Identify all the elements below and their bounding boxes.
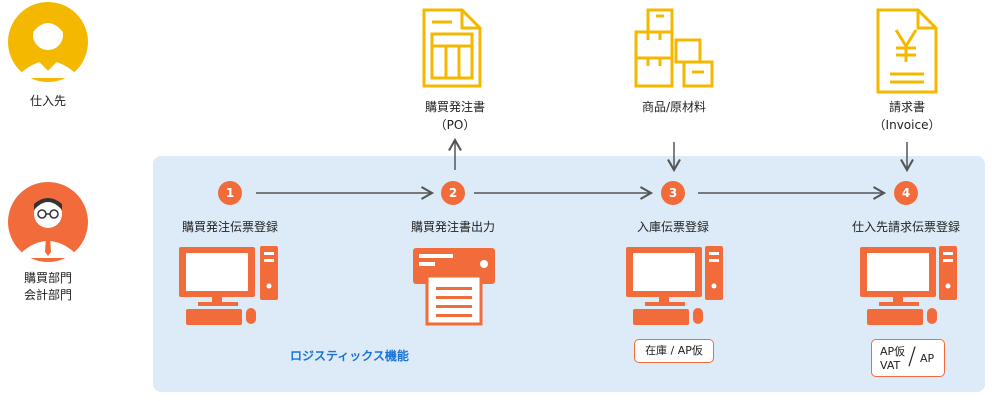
step-1-label: 購買発注伝票登録 bbox=[181, 220, 278, 234]
slash-divider: / bbox=[908, 342, 917, 370]
ap-text: AP bbox=[920, 352, 935, 365]
department-label-line1: 購買部門 bbox=[23, 271, 72, 285]
logistics-panel bbox=[153, 156, 985, 392]
logistics-function-label: ロジスティックス機能 bbox=[290, 349, 409, 363]
printer-icon bbox=[413, 248, 495, 326]
department-label-line2: 会計部門 bbox=[23, 288, 72, 302]
supplier-label: 仕入先 bbox=[29, 94, 66, 108]
step-4-label: 仕入先請求伝票登録 bbox=[851, 220, 960, 234]
step-1-number: 1 bbox=[218, 181, 242, 205]
department-avatar-icon bbox=[8, 182, 88, 262]
department-label: 購買部門 会計部門 bbox=[8, 270, 88, 304]
step-3-label: 入庫伝票登録 bbox=[636, 220, 709, 234]
step-3-number: 3 bbox=[661, 181, 685, 205]
step-2-number: 2 bbox=[441, 181, 465, 205]
invoice-doc-label-line1: 請求書 bbox=[888, 100, 925, 114]
invoice-doc-label: 請求書 （Invoice） bbox=[837, 98, 977, 134]
vat-text: VAT bbox=[880, 359, 901, 372]
ap-provisional-text: AP仮 bbox=[880, 345, 906, 358]
goods-doc-label: 商品/原材料 bbox=[641, 100, 707, 114]
purchase-order-icon bbox=[422, 8, 482, 88]
step-2-label: 購買発注書出力 bbox=[410, 220, 495, 234]
inventory-ap-tag: 在庫 / AP仮 bbox=[634, 339, 714, 363]
computer-1-icon bbox=[179, 246, 278, 325]
step-4-number: 4 bbox=[894, 181, 918, 205]
invoice-doc-label-line2: （Invoice） bbox=[873, 118, 941, 132]
ap-vat-tag: AP仮 VAT / AP bbox=[871, 339, 945, 377]
computer-4-icon bbox=[860, 246, 957, 325]
supplier-avatar-icon bbox=[8, 2, 88, 82]
computer-3-icon bbox=[626, 246, 723, 325]
po-doc-label-line2: （PO） bbox=[434, 118, 476, 132]
po-doc-label: 購買発注書 （PO） bbox=[385, 98, 525, 134]
goods-boxes-icon bbox=[634, 8, 714, 88]
po-doc-label-line1: 購買発注書 bbox=[424, 100, 485, 114]
invoice-icon bbox=[876, 8, 938, 94]
